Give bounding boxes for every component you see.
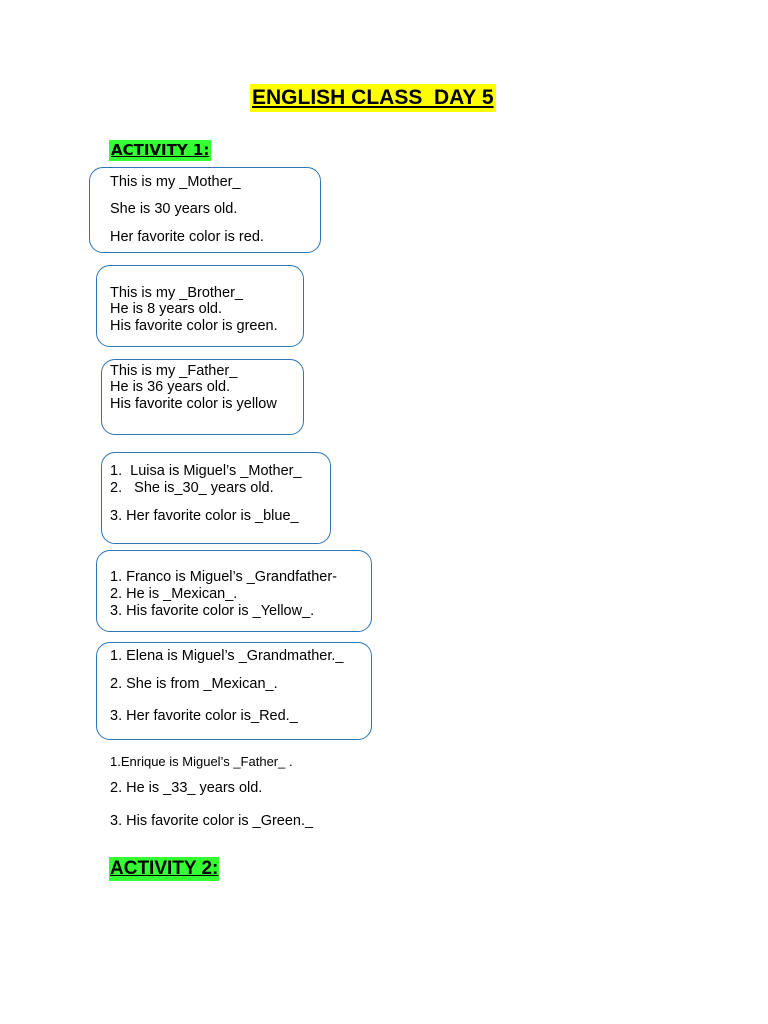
answer-box-mother xyxy=(89,167,321,253)
box-1-line-1: This is my _Mother_ xyxy=(110,174,241,190)
answer-box-elena xyxy=(96,642,372,740)
box-2-line-1: This is my _Brother_ xyxy=(110,285,243,301)
answer-box-franco xyxy=(96,550,372,632)
box-4-line-3: 3. Her favorite color is _blue_ xyxy=(110,508,299,524)
page-title: ENGLISH CLASS DAY 5 xyxy=(250,84,496,112)
activity-2-heading: ACTIVITY 2: xyxy=(109,857,220,881)
box-3-line-2: He is 36 years old. xyxy=(110,379,231,395)
box-2-line-2: He is 8 years old. xyxy=(110,301,223,317)
box-6-line-3: 3. Her favorite color is_Red._ xyxy=(110,708,298,724)
loose-line-2: 2. He is _33_ years old. xyxy=(110,780,263,796)
box-1-line-3: Her favorite color is red. xyxy=(110,229,264,245)
box-5-line-1: 1. Franco is Miguel’s _Grandfather- xyxy=(110,569,338,585)
box-4-line-1: 1. Luisa is Miguel’s _Mother_ xyxy=(110,463,302,479)
answer-box-brother xyxy=(96,265,304,347)
box-5-line-3: 3. His favorite color is _Yellow_. xyxy=(110,603,315,619)
box-6-line-1: 1. Elena is Miguel’s _Grandmather._ xyxy=(110,648,344,664)
box-3-line-1: This is my _Father_ xyxy=(110,363,238,379)
box-4-line-2: 2. She is_30_ years old. xyxy=(110,480,274,496)
box-3-line-3: His favorite color is yellow xyxy=(110,396,277,412)
box-6-line-2: 2. She is from _Mexican_. xyxy=(110,676,278,692)
answer-box-father xyxy=(101,359,304,435)
loose-line-3: 3. His favorite color is _Green._ xyxy=(110,813,314,829)
box-5-line-2: 2. He is _Mexican_. xyxy=(110,586,238,602)
box-1-line-2: She is 30 years old. xyxy=(110,201,238,217)
box-2-line-3: His favorite color is green. xyxy=(110,318,278,334)
activity-1-heading: ACTIVITY 1: xyxy=(109,140,212,161)
loose-line-1: 1.Enrique is Miguel’s _Father_ . xyxy=(110,754,293,769)
answer-box-luisa xyxy=(101,452,331,544)
